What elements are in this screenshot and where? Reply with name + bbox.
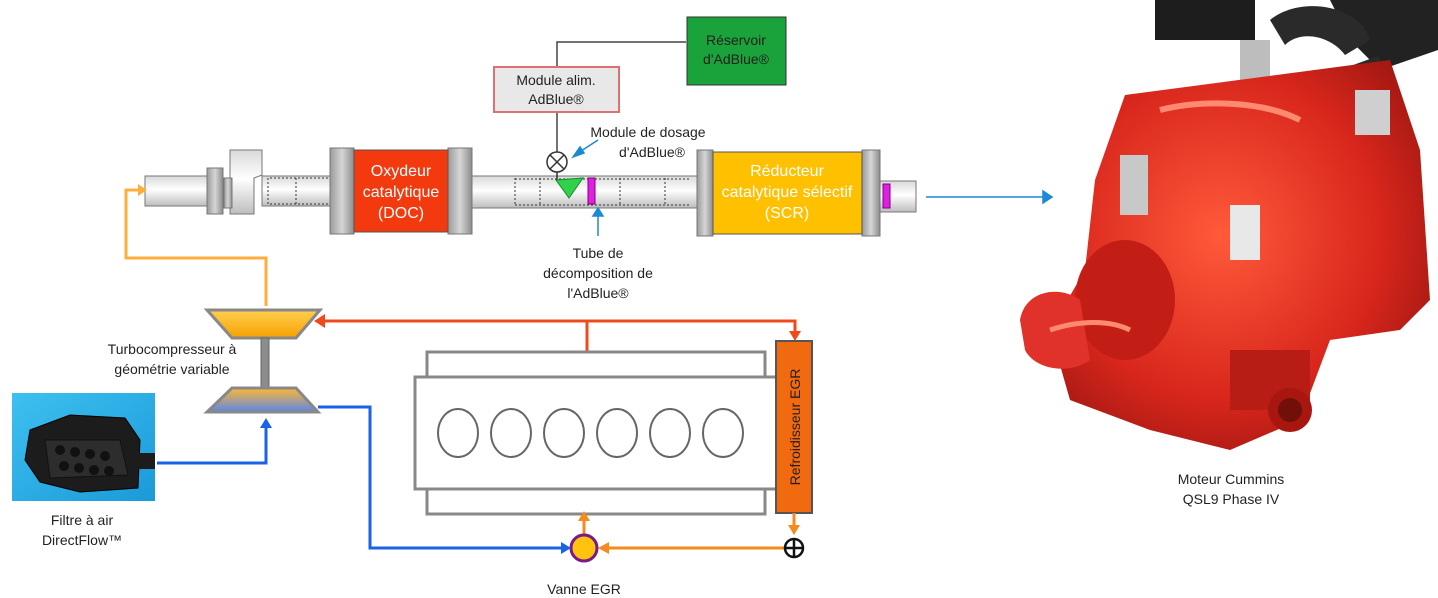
engine-cylinders [437, 408, 744, 458]
turbocharger [203, 308, 324, 414]
egr-valve-label: Vanne EGR [547, 581, 621, 597]
egr-arrow-down [788, 525, 800, 535]
dosing-module-label-2: d'AdBlue® [619, 144, 686, 160]
charge-arrow-right [561, 542, 571, 554]
adblue-supply-module: Module alim. AdBlue® [493, 66, 620, 113]
module-label-1: Module alim. [516, 72, 595, 88]
egr-cooler: Refroidisseur EGR [775, 340, 813, 514]
scr-label-3: (SCR) [765, 205, 809, 222]
egr-arrow-up [578, 511, 590, 521]
filter-label-2: DirectFlow™ [42, 532, 122, 548]
doc-oxidation-catalyst: Oxydeur catalytique (DOC) [329, 147, 473, 235]
dosing-module-label-1: Module de dosage [590, 124, 705, 140]
module-label-2: AdBlue® [528, 91, 584, 107]
adblue-reservoir: Réservoir d'AdBlue® [686, 16, 787, 86]
exhaust-gas-line [325, 319, 797, 352]
triangle-icon [555, 177, 585, 199]
engine-label-1: Moteur Cummins [1178, 471, 1285, 487]
turbo-label-1: Turbocompresseur à [108, 341, 237, 357]
exhaust-arrow-cooler [789, 331, 801, 341]
turbo-label-2: géométrie variable [114, 361, 229, 377]
nox-sensor-tail [882, 183, 891, 209]
egr-return-line [582, 513, 796, 550]
engine-label-2: QSL9 Phase IV [1183, 491, 1280, 507]
circle-cross-icon [546, 151, 568, 173]
circle-plus-icon [783, 537, 805, 559]
filter-label-1: Filtre à air [51, 512, 114, 528]
scr-label-2: catalytique sélectif [722, 184, 853, 201]
charge-air-line [157, 405, 565, 550]
tube-label-1: Tube de [573, 245, 624, 261]
air-filter [12, 393, 155, 501]
doc-label-3: (DOC) [378, 205, 424, 222]
reservoir-label-2: d'AdBlue® [703, 51, 770, 67]
scr-catalyst: Réducteur catalytique sélectif (SCR) [696, 149, 881, 237]
scr-label-1: Réducteur [750, 163, 824, 180]
egr-valve [569, 533, 599, 563]
reservoir-label-1: Réservoir [706, 32, 766, 48]
egr-cooler-label: Refroidisseur EGR [787, 369, 803, 486]
intake-arrow-head [138, 184, 147, 196]
tube-label-2: décomposition de [543, 265, 653, 281]
nox-sensor-mid [587, 177, 596, 205]
charge-arrow-up [260, 418, 272, 428]
engine-photo [1020, 0, 1438, 450]
exhaust-arrow-turbo [314, 314, 325, 328]
intake-air-line [124, 188, 268, 306]
doc-label-2: catalytique [363, 184, 440, 201]
doc-label-1: Oxydeur [371, 163, 432, 180]
tube-label-3: l'AdBlue® [567, 285, 629, 301]
adblue-supply-lines [556, 41, 686, 152]
egr-arrow-left [598, 542, 609, 554]
pointer-arrows [571, 139, 1054, 236]
